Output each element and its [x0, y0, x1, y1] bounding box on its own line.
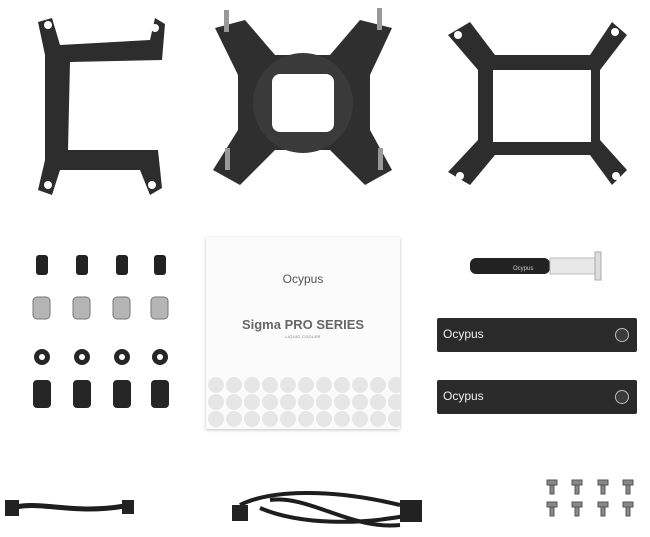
user-manual: Ocypus Sigma PRO SERIES LIQUID COOLER: [206, 237, 400, 429]
amd-bracket-right: [448, 22, 627, 185]
svg-text:Ocypus: Ocypus: [513, 266, 533, 272]
manual-brand: Ocypus: [282, 272, 324, 286]
strap-hole: [615, 390, 629, 404]
strap-brand: Ocypus: [443, 389, 484, 403]
manual-subtitle: LIQUID COOLER: [285, 334, 321, 339]
fan-screws: [546, 479, 634, 517]
intel-bracket-left: [38, 18, 165, 195]
cable-strap: Ocypus: [437, 318, 637, 352]
manual-dot-pattern: [208, 377, 400, 427]
fan-splitter-cable: [5, 500, 134, 516]
pump-cable: [232, 491, 422, 528]
strap-brand: Ocypus: [443, 327, 484, 341]
manual-title: Sigma PRO SERIES: [241, 317, 365, 332]
standoff-screws: [32, 255, 169, 408]
cable-strap: Ocypus: [437, 380, 637, 414]
strap-hole: [615, 328, 629, 342]
thermal-paste-syringe: Ocypus: [470, 251, 602, 281]
backplate: [213, 8, 392, 185]
